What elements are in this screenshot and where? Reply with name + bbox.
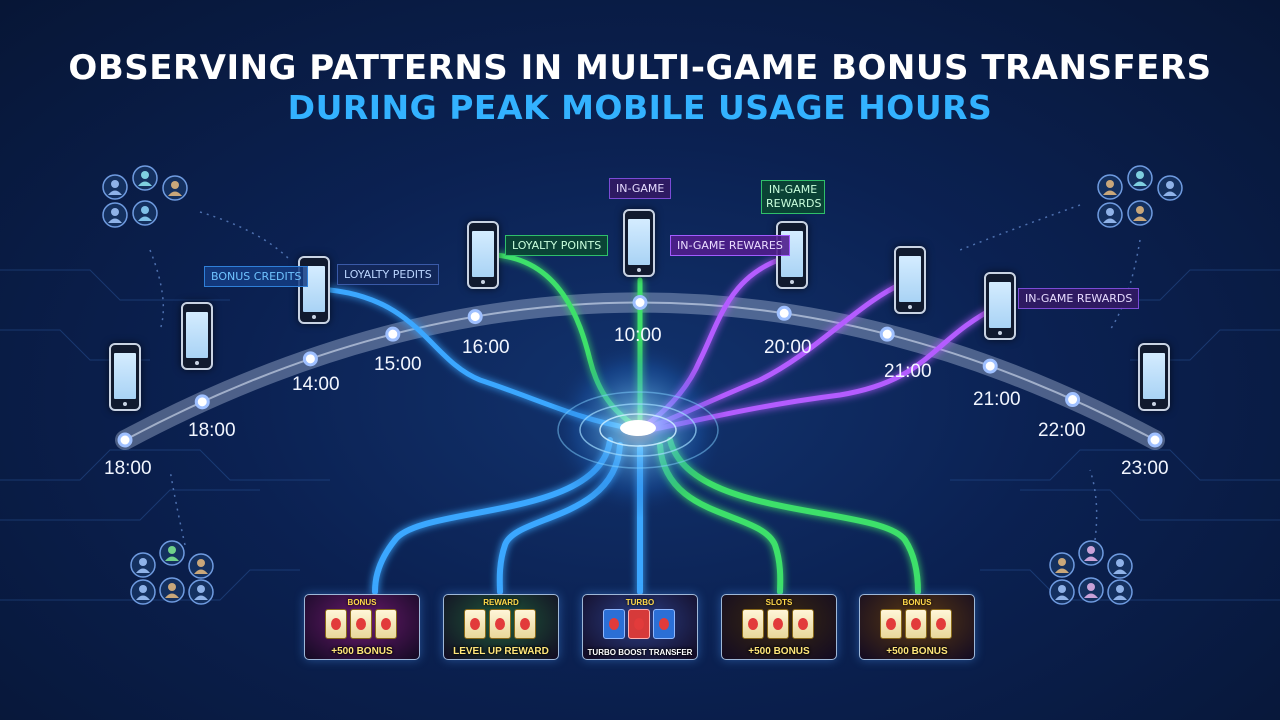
timeline-node: [467, 309, 483, 325]
time-label: 18:00: [188, 420, 236, 441]
time-label: 21:00: [973, 389, 1021, 410]
title-line-1: OBSERVING PATTERNS IN MULTI-GAME BONUS T…: [68, 48, 1212, 88]
user-icon: [1078, 577, 1104, 603]
user-icon: [162, 175, 188, 201]
user-icon: [159, 540, 185, 566]
time-label: 18:00: [104, 458, 152, 479]
tag-bonus-credits: BONUS CREDITS: [204, 266, 309, 287]
timeline-node: [1147, 432, 1163, 448]
time-label: 20:00: [764, 337, 812, 358]
phone-icon: [109, 343, 141, 411]
user-icon: [132, 165, 158, 191]
user-icon: [1157, 175, 1183, 201]
game-card-label: +500 BONUS: [886, 646, 948, 657]
slot-reels: [464, 609, 536, 639]
user-icon: [1107, 553, 1133, 579]
time-label: 22:00: [1038, 420, 1086, 441]
user-icon: [102, 174, 128, 200]
time-label: 16:00: [462, 337, 510, 358]
time-label: 15:00: [374, 354, 422, 375]
timeline-node: [879, 326, 895, 342]
user-icon: [159, 577, 185, 603]
time-label: 14:00: [292, 374, 340, 395]
user-icon: [130, 552, 156, 578]
circuit-lines: [0, 269, 1280, 601]
game-card-title: BONUS: [902, 598, 932, 607]
game-card[interactable]: REWARD LEVEL UP REWARD: [443, 594, 559, 660]
tag-loyalty-points: LOYALTY POINTS: [505, 235, 609, 256]
time-label: 21:00: [884, 361, 932, 382]
game-card-title: TURBO: [625, 598, 655, 607]
game-card[interactable]: SLOTS +500 BONUS: [721, 594, 837, 660]
timeline-node: [1065, 392, 1081, 408]
game-card-title: SLOTS: [765, 598, 793, 607]
user-icon: [1049, 579, 1075, 605]
tag-loyalty-pedits: LOYALTY PEDITS: [337, 264, 439, 285]
game-card-label: +500 BONUS: [748, 646, 810, 657]
user-icon: [188, 553, 214, 579]
game-card-label: TURBO BOOST TRANSFER: [587, 648, 693, 657]
user-icon: [1107, 579, 1133, 605]
user-icon: [1049, 552, 1075, 578]
timeline-node: [194, 394, 210, 410]
phone-icon: [181, 302, 213, 370]
game-card-label: +500 BONUS: [331, 646, 393, 657]
user-groups: [102, 165, 1183, 605]
timeline-node: [302, 351, 318, 367]
title-line-2: DURING PEAK MOBILE USAGE HOURS: [287, 88, 993, 127]
time-label: 10:00: [614, 325, 662, 346]
user-icon: [1078, 540, 1104, 566]
slot-reels: [325, 609, 397, 639]
game-card[interactable]: BONUS +500 BONUS: [859, 594, 975, 660]
slot-reels: [742, 609, 814, 639]
phone-icon: [1138, 343, 1170, 411]
timeline-node: [776, 305, 792, 321]
user-connectors: [149, 204, 1141, 546]
phone-icon: [894, 246, 926, 314]
central-hub: [548, 338, 728, 518]
game-card-label: LEVEL UP REWARD: [453, 646, 549, 657]
phone-icon: [467, 221, 499, 289]
time-label: 23:00: [1121, 458, 1169, 479]
user-icon: [130, 579, 156, 605]
tag-in-game-rewards-right: IN-GAME REWARDS: [1018, 288, 1140, 309]
timeline-nodes: [117, 295, 1163, 448]
tag-in-game: IN-GAME: [609, 178, 672, 199]
timeline-node: [385, 326, 401, 342]
phone-icon: [623, 209, 655, 277]
user-icon: [1127, 200, 1153, 226]
slot-reels: [880, 609, 952, 639]
game-card[interactable]: BONUS +500 BONUS: [304, 594, 420, 660]
user-icon: [1127, 165, 1153, 191]
tag-in-game-rewares: IN-GAME REWARES: [670, 235, 790, 256]
timeline-node: [632, 295, 648, 310]
timeline-node: [117, 432, 133, 448]
tag-in-game-rewards-top: IN-GAME REWARDS: [761, 180, 825, 214]
user-icon: [188, 579, 214, 605]
game-card-title: BONUS: [347, 598, 377, 607]
game-card-title: REWARD: [483, 598, 519, 607]
timeline-node: [982, 358, 998, 374]
game-card[interactable]: TURBO TURBO BOOST TRANSFER: [582, 594, 698, 660]
user-icon: [132, 200, 158, 226]
race-scene: [603, 609, 675, 639]
user-icon: [1097, 202, 1123, 228]
user-icon: [102, 202, 128, 228]
phone-icon: [984, 272, 1016, 340]
user-icon: [1097, 174, 1123, 200]
